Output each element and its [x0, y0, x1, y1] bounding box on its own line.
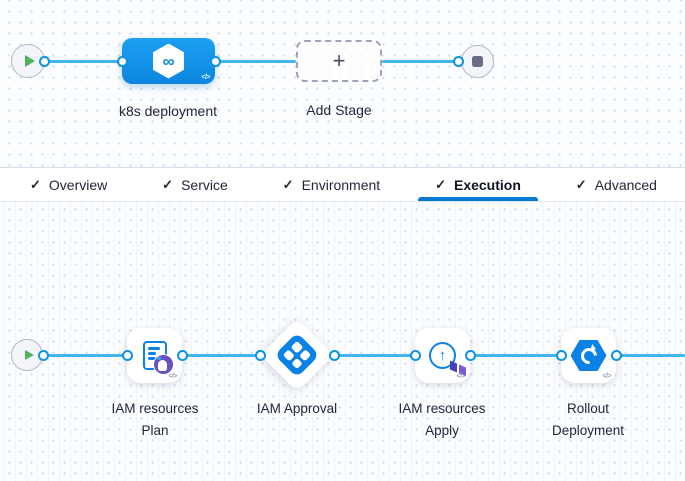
connector-port	[176, 349, 188, 361]
stage-node-k8s-deployment[interactable]: ∞ </>	[122, 38, 215, 84]
connector-port	[38, 55, 50, 67]
connector-port	[37, 349, 49, 361]
connector-port	[555, 349, 567, 361]
connector-port	[254, 349, 266, 361]
check-icon: ✓	[282, 176, 294, 192]
approval-icon	[274, 332, 320, 378]
cd-stage-icon: ∞	[153, 43, 184, 79]
step-node-rollout-deployment[interactable]: </>	[561, 328, 616, 383]
check-icon: ✓	[30, 176, 41, 192]
terraform-plan-icon	[142, 341, 174, 375]
connector-port	[464, 349, 476, 361]
tab-execution[interactable]: ✓ Execution	[418, 168, 538, 201]
play-icon	[25, 55, 35, 67]
step-node-iam-approval[interactable]	[260, 318, 334, 392]
play-icon	[24, 350, 34, 360]
execution-canvas: </> ↑ </> </> IAM resources Plan	[0, 202, 685, 481]
step-yaml-code-icon[interactable]: </>	[602, 373, 611, 380]
connector-line	[44, 60, 122, 63]
step-label: IAM resources Apply	[398, 401, 486, 438]
pipeline-end-node[interactable]	[461, 45, 494, 78]
stage-tabbar: ✓ Overview ✓ Service ✓ Environment ✓ Exe…	[0, 167, 685, 202]
connector-port	[409, 349, 421, 361]
tab-advanced[interactable]: ✓ Advanced	[575, 176, 657, 193]
rollout-deployment-icon	[570, 340, 607, 371]
tab-environment[interactable]: ✓ Environment	[282, 176, 381, 193]
stage-yaml-code-icon[interactable]: </>	[201, 74, 210, 81]
connector-port	[116, 55, 128, 67]
stop-icon	[472, 56, 483, 67]
connector-line	[215, 60, 296, 63]
stage-canvas: ∞ </> + k8s deployment Add Stage	[0, 0, 685, 167]
step-node-terraform-apply[interactable]: ↑ </>	[415, 328, 470, 383]
connector-port	[209, 55, 221, 67]
connector-line	[41, 354, 685, 357]
connector-port	[610, 349, 622, 361]
step-node-terraform-plan[interactable]: </>	[127, 328, 182, 383]
check-icon: ✓	[435, 176, 446, 192]
step-label: IAM resources Plan	[111, 401, 199, 438]
step-label: Rollout Deployment	[551, 401, 625, 438]
add-stage-button[interactable]: +	[296, 40, 382, 82]
connector-port	[452, 55, 464, 67]
terraform-ghost-badge-icon	[152, 354, 174, 375]
tab-service[interactable]: ✓ Service	[162, 176, 228, 193]
check-icon: ✓	[575, 176, 587, 192]
terraform-apply-icon: ↑	[429, 342, 456, 369]
step-yaml-code-icon[interactable]: </>	[168, 373, 177, 380]
add-stage-label: Add Stage	[306, 102, 372, 118]
tab-overview[interactable]: ✓ Overview	[30, 176, 108, 193]
connector-port	[328, 349, 340, 361]
connector-line	[382, 60, 458, 63]
stage-label: k8s deployment	[118, 103, 218, 119]
step-yaml-code-icon[interactable]: </>	[456, 373, 465, 380]
plus-icon: +	[332, 48, 346, 73]
check-icon: ✓	[162, 176, 174, 192]
step-label: IAM Approval	[256, 401, 338, 416]
connector-port	[121, 349, 133, 361]
